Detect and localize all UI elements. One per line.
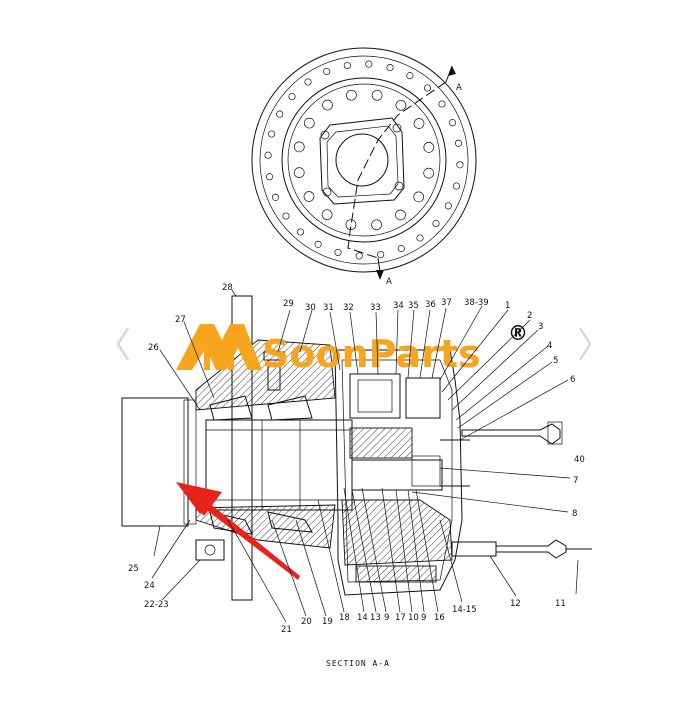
chevron-left-icon[interactable]	[116, 327, 130, 361]
bolt-hole	[386, 64, 394, 72]
callout-1: 1	[505, 301, 510, 311]
bolt-hole	[343, 61, 351, 70]
bolt-hole	[444, 202, 452, 210]
callout-32: 32	[343, 303, 354, 313]
callout-5: 5	[553, 356, 558, 366]
outer-bolt-holes	[264, 60, 464, 260]
drum-housing	[121, 397, 189, 527]
brand-name: SoonParts	[262, 332, 481, 376]
callout-16: 16	[434, 613, 445, 623]
section-marker-bottom: A	[386, 277, 392, 287]
callout-38-39: 38-39	[464, 298, 489, 308]
bolt-hole	[304, 78, 312, 86]
callout-11: 11	[555, 599, 566, 609]
bolt-hole	[413, 191, 425, 203]
bolt-hole	[345, 219, 357, 231]
bolt-hole	[323, 67, 331, 76]
callout-35: 35	[408, 301, 419, 311]
bolt-hole	[432, 219, 440, 228]
section-marker-top: A	[456, 83, 462, 93]
inner-bolt-holes	[293, 89, 435, 231]
callout-14-15: 14-15	[452, 605, 477, 615]
callout-27: 27	[175, 315, 186, 325]
bolt-hole	[314, 240, 322, 248]
callout-13: 13	[370, 613, 381, 623]
bolt-hole	[406, 72, 414, 80]
callout-10: 10	[408, 613, 419, 623]
bolt-hole	[423, 167, 435, 179]
bolt-hole	[293, 167, 305, 178]
callout-26: 26	[148, 343, 159, 353]
bolt-hole	[276, 110, 284, 118]
callout-4: 4	[547, 341, 552, 351]
bolt-hole	[282, 212, 290, 220]
callout-8: 8	[572, 509, 577, 519]
bolt-hole	[303, 191, 315, 202]
callout-labels: 28 29 30 31 32 33 34 35 36 37 38-39 1 2 …	[128, 283, 585, 635]
callout-22-23: 22-23	[144, 600, 169, 610]
callout-18: 18	[339, 613, 350, 623]
callout-14: 14	[357, 613, 368, 623]
bolt-hole	[293, 141, 305, 153]
bolt-hole	[334, 248, 342, 256]
bolt-hole	[395, 99, 407, 111]
bolt-hole	[264, 151, 272, 159]
callout-30: 30	[305, 303, 316, 313]
bolt-hole	[452, 182, 460, 190]
bolt-hole	[268, 130, 276, 138]
section-view	[121, 295, 592, 601]
callout-40: 40	[574, 455, 585, 465]
bolt-hole	[395, 209, 406, 221]
callout-19: 19	[322, 617, 333, 627]
bolt-hole	[397, 244, 405, 253]
bolt-hole	[413, 118, 425, 129]
bolt-hole	[454, 139, 463, 147]
bolt-hole	[321, 209, 333, 221]
callout-37: 37	[441, 298, 452, 308]
top-view-flange: A A	[251, 47, 477, 287]
section-caption: SECTION A-A	[326, 659, 390, 668]
bolt-hole	[265, 173, 274, 181]
callout-3: 3	[538, 322, 543, 332]
callout-34: 34	[393, 301, 404, 311]
callout-9b: 9	[421, 613, 426, 623]
bolt-hole	[377, 250, 385, 259]
bolt-hole	[271, 193, 280, 201]
leader-lines	[151, 289, 579, 623]
bolt-hole	[288, 92, 296, 101]
callout-7: 7	[573, 476, 578, 486]
callout-28: 28	[222, 283, 233, 293]
bolt-hole	[365, 60, 373, 68]
chevron-right-icon[interactable]	[578, 327, 592, 361]
bolt-hole	[346, 89, 357, 101]
bolt-hole	[371, 89, 383, 101]
bolt-hole	[322, 99, 333, 111]
callout-6: 6	[570, 375, 575, 385]
bolt-hole	[416, 234, 424, 242]
callout-24: 24	[144, 581, 155, 591]
brand-logo: SoonParts ®	[176, 321, 528, 376]
callout-2: 2	[527, 311, 532, 321]
bolt-hole	[448, 119, 457, 127]
callout-12: 12	[510, 599, 521, 609]
callout-31: 31	[323, 303, 334, 313]
callout-9a: 9	[384, 613, 389, 623]
bolt-hole	[371, 219, 382, 231]
callout-36: 36	[425, 300, 436, 310]
callout-20: 20	[301, 617, 312, 627]
callout-29: 29	[283, 299, 294, 309]
callout-21: 21	[281, 625, 292, 635]
bolt-hole	[438, 100, 446, 108]
callout-17: 17	[395, 613, 406, 623]
callout-25: 25	[128, 564, 139, 574]
arrow-icon	[176, 482, 300, 580]
callout-33: 33	[370, 303, 381, 313]
bolt-hole	[423, 142, 435, 153]
bolt-hole	[456, 161, 464, 169]
bolt-hole	[303, 117, 315, 129]
bolt-hole	[423, 84, 432, 92]
bolt-hole	[355, 252, 363, 260]
bolt-hole	[296, 228, 305, 236]
